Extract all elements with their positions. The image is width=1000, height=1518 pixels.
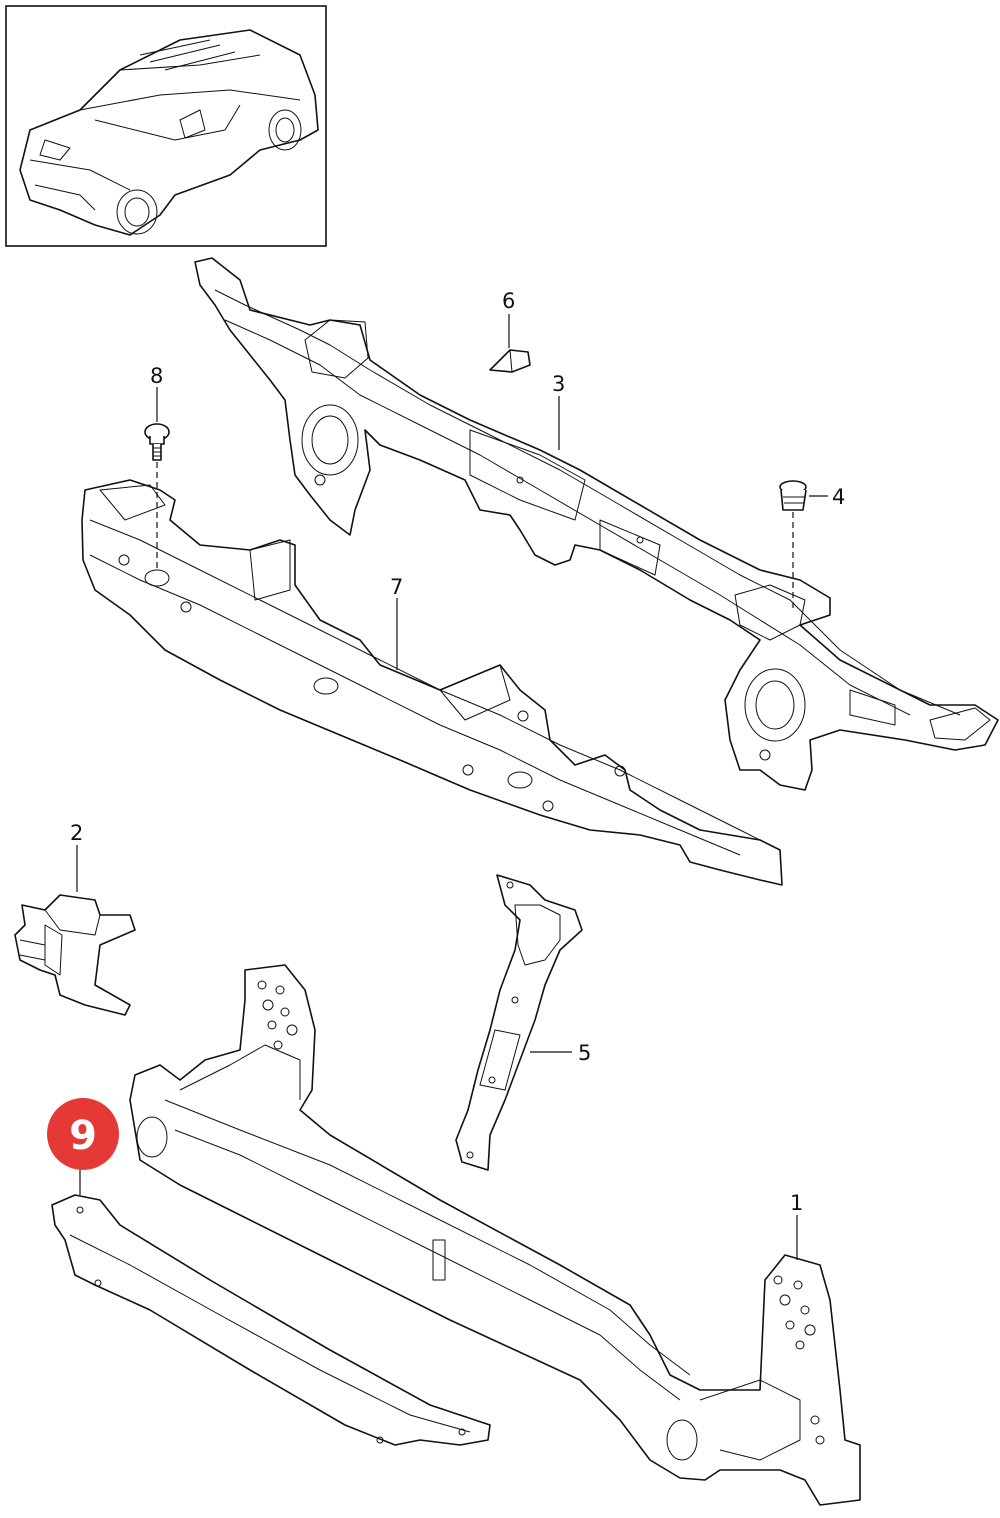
callout-8[interactable]: 8 bbox=[150, 364, 163, 388]
vehicle-thumbnail bbox=[5, 5, 327, 247]
callout-9-badge[interactable]: 9 bbox=[47, 1098, 119, 1170]
callout-5[interactable]: 5 bbox=[578, 1041, 591, 1065]
part-9-plate bbox=[51, 1194, 491, 1446]
callout-9[interactable]: 9 bbox=[69, 1113, 97, 1159]
leader-lines bbox=[76, 314, 828, 1260]
callout-1[interactable]: 1 bbox=[790, 1191, 803, 1215]
part-5-strut bbox=[455, 874, 583, 1171]
part-3-upper-carrier bbox=[194, 257, 999, 791]
bolt-holes-right bbox=[773, 1275, 825, 1445]
callout-4[interactable]: 4 bbox=[832, 485, 845, 509]
callout-6[interactable]: 6 bbox=[502, 289, 515, 313]
suv-outline bbox=[19, 29, 319, 236]
part-2-bracket bbox=[14, 894, 136, 1016]
callout-3[interactable]: 3 bbox=[552, 372, 565, 396]
part-6-pin bbox=[489, 349, 531, 373]
callout-7[interactable]: 7 bbox=[390, 575, 403, 599]
callout-2[interactable]: 2 bbox=[70, 821, 83, 845]
part-1-cross-member bbox=[129, 964, 861, 1506]
bolt-holes-left bbox=[257, 980, 298, 1050]
part-4-plug bbox=[779, 480, 807, 511]
part-8-bolt bbox=[144, 423, 170, 461]
part-7-lower-carrier bbox=[81, 479, 783, 886]
